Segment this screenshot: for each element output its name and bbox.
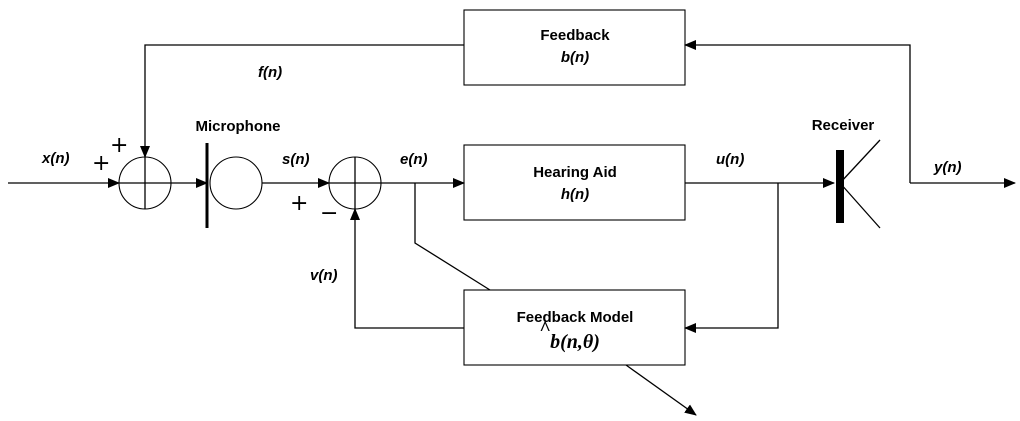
junction-2-plus: +	[290, 191, 308, 216]
junction-1-plus-left: +	[92, 151, 110, 176]
summing-junction-1	[118, 156, 172, 210]
microphone-label: Microphone	[196, 118, 281, 135]
signal-wires	[8, 40, 1016, 416]
receiver-icon	[836, 139, 881, 229]
feedback-block-subtitle: b(n)	[561, 49, 589, 66]
feedback-model-block-subtitle: b(n,θ)	[550, 331, 600, 353]
signal-label-e: e(n)	[400, 151, 428, 168]
feedback-block-title: Feedback	[540, 27, 610, 44]
feedback-model-block-title: Feedback Model	[517, 309, 634, 326]
receiver-label: Receiver	[812, 117, 875, 134]
hearing-aid-block-subtitle: h(n)	[561, 186, 589, 203]
signal-label-v: v(n)	[310, 267, 338, 284]
signal-label-u: u(n)	[716, 151, 744, 168]
feedback-block	[463, 9, 686, 86]
feedback-model-hat: ^	[539, 318, 550, 340]
feedback-model-block	[463, 289, 686, 366]
signal-label-x: x(n)	[41, 150, 70, 167]
signal-label-s: s(n)	[282, 151, 310, 168]
signal-label-f: f(n)	[258, 64, 282, 81]
junction-1-plus-top: +	[110, 133, 128, 158]
microphone-icon	[205, 143, 263, 228]
signal-label-y: y(n)	[933, 159, 962, 176]
hearing-aid-block-title: Hearing Aid	[533, 164, 617, 181]
junction-2-minus: −	[320, 201, 338, 226]
hearing-aid-block	[463, 144, 686, 221]
